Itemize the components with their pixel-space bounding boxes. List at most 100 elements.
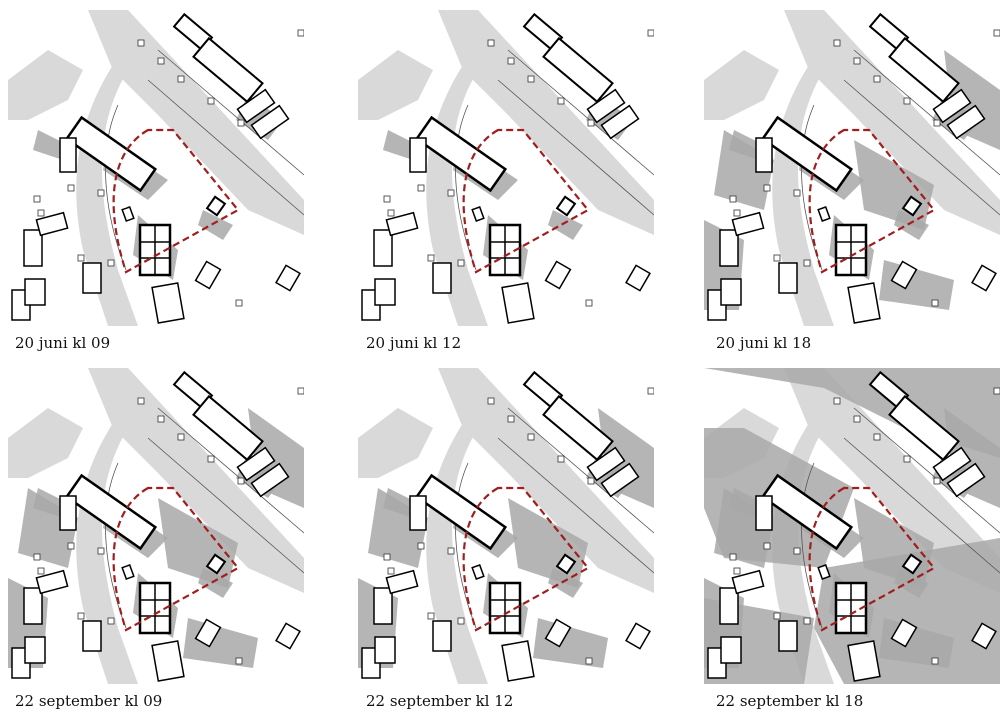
road-edge-line (497, 437, 654, 574)
small-structure (729, 553, 737, 561)
map-panel-4 (8, 368, 304, 684)
building-footprint (409, 137, 427, 173)
small-structure (507, 415, 515, 423)
grid-block-divisions (140, 224, 170, 275)
shadow-shape (533, 618, 608, 668)
small-structure (447, 547, 455, 555)
building-footprint (719, 229, 739, 267)
small-structure (853, 57, 861, 65)
small-structure (773, 612, 781, 620)
map-panel-5 (358, 368, 654, 684)
building-footprint (720, 278, 742, 306)
road-edge-line (507, 49, 654, 176)
site-plan-5 (358, 368, 654, 684)
small-structure (993, 387, 1000, 395)
map-panel-6 (704, 368, 1000, 684)
map-panel-3 (704, 10, 1000, 326)
small-structure (931, 299, 939, 307)
building-footprint (23, 587, 43, 625)
building-footprint (600, 462, 640, 498)
small-structure (933, 477, 941, 485)
building-footprint (121, 564, 135, 580)
small-structure (235, 657, 243, 665)
building-footprint (82, 262, 102, 294)
building-footprint (971, 622, 997, 650)
site-plan-3 (704, 10, 1000, 326)
road-edges (801, 407, 1000, 629)
road-edge-line (157, 49, 304, 176)
building-footprint (901, 195, 923, 217)
small-structure (457, 617, 465, 625)
building-footprint (373, 229, 393, 267)
small-structure (387, 209, 395, 217)
shadow-shape (18, 488, 78, 568)
small-structure (387, 567, 395, 575)
small-structure (157, 57, 165, 65)
building-footprint (374, 278, 396, 306)
building-footprint (555, 553, 577, 575)
building-footprint (194, 618, 222, 648)
building-footprint (374, 636, 396, 664)
road-edges (105, 49, 304, 271)
small-structure (873, 75, 881, 83)
building-footprint (385, 569, 419, 595)
grid-block-divisions (836, 224, 866, 275)
shadow-layer (704, 368, 1000, 684)
building-footprint (121, 206, 135, 222)
road-edge-line (853, 49, 1000, 176)
building-footprint (373, 587, 393, 625)
road-edge-line (507, 407, 654, 534)
small-structure (507, 57, 515, 65)
building-footprint (250, 462, 290, 498)
building-footprint (542, 36, 614, 104)
small-structure (177, 75, 185, 83)
small-structure (763, 542, 771, 550)
building-footprint (542, 394, 614, 462)
building-footprint (817, 206, 831, 222)
building-footprint (471, 206, 485, 222)
main-road (88, 10, 304, 235)
parking-area (8, 408, 83, 478)
small-structure (585, 299, 593, 307)
small-structure (67, 542, 75, 550)
road-edge-line (455, 104, 477, 271)
small-structure (803, 617, 811, 625)
small-structure (647, 29, 654, 37)
small-structure (207, 97, 215, 105)
building-footprint (720, 636, 742, 664)
small-structure (733, 567, 741, 575)
small-structure (107, 617, 115, 625)
map-panel-2 (358, 10, 654, 326)
building-footprint (847, 640, 881, 682)
small-structure (237, 477, 245, 485)
building-footprint (471, 564, 485, 580)
site-plan-base (361, 370, 654, 682)
small-structure (931, 657, 939, 665)
building-footprint (586, 88, 626, 124)
building-footprint (24, 636, 46, 664)
small-structure (97, 189, 105, 197)
shadow-layer (358, 10, 654, 326)
road-edge-line (157, 407, 304, 534)
shadow-shape (879, 260, 954, 310)
shadow-shape (548, 210, 583, 240)
small-structure (97, 547, 105, 555)
building-footprint (932, 446, 972, 482)
building-footprint (890, 618, 918, 648)
building-footprint (600, 104, 640, 140)
building-footprint (236, 88, 276, 124)
building-footprint (432, 620, 452, 652)
building-footprint (932, 88, 972, 124)
main-road (784, 368, 1000, 593)
building-footprint (847, 282, 881, 324)
small-structure (585, 657, 593, 665)
building-footprint (250, 104, 290, 140)
small-structure (733, 209, 741, 217)
building-footprint (236, 446, 276, 482)
small-structure (853, 415, 861, 423)
grid-block-divisions (490, 224, 520, 275)
site-plan-base (707, 370, 1000, 682)
site-plan-base (11, 370, 304, 682)
road-edge-line (497, 79, 654, 216)
site-plan-2 (358, 10, 654, 326)
